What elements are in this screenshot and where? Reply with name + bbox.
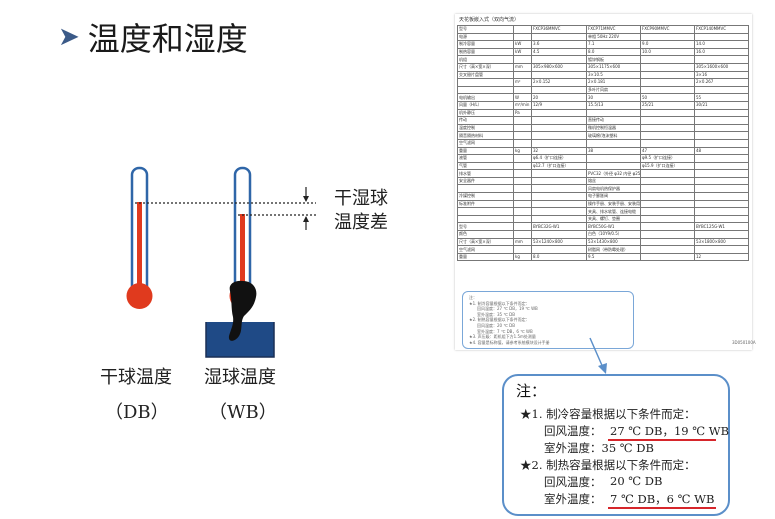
chevron-right-icon: ➤ [58, 22, 80, 52]
dry-bulb-name: 干球温度 [100, 367, 172, 388]
small-note-line: 室外温度：7 ℃ DB，6 ℃ WB [477, 328, 533, 334]
note-item1-underline [608, 439, 716, 441]
spec-cell: 12 [694, 252, 749, 262]
wet-wick [228, 280, 257, 341]
slide-title-text: 温度和湿度 [87, 20, 248, 58]
small-note-line: 室外温度：35 ℃ DB [477, 311, 515, 317]
note-callout: 注： ★1. 制冷容量根据以下条件而定： 回风温度： 27 ℃ DB，19 ℃ … [502, 374, 730, 516]
spec-row: 空气滤网树脂网（带防霉处理） [457, 245, 749, 254]
note-item2-return-value: 20 ℃ DB [610, 474, 663, 488]
dry-bulb-thermometer [126, 166, 153, 309]
small-note-line: 回风温度：27 ℃ DB，19 ℃ WB [477, 306, 538, 312]
spec-row: 颜色白色（10Y9/0.5） [457, 230, 749, 239]
small-note-line: ★2. 制热容量根据以下条件而定： [469, 317, 530, 323]
dry-bulb-abbr: （DB） [105, 402, 169, 423]
difference-label-line1: 干湿球 [334, 188, 388, 209]
slide-title: ➤ 温度和湿度 [58, 12, 248, 62]
note-item1-return-label: 回风温度： [544, 424, 602, 438]
small-note-line: 回风温度：20 ℃ DB [477, 323, 515, 328]
dry-bulb-mercury [137, 202, 142, 294]
note-item1-return-value: 27 ℃ DB，19 ℃ WB [610, 424, 730, 438]
reservoir-rim [205, 322, 275, 358]
spec-sheet-title: 天花板嵌入式（双向气流） [459, 17, 520, 23]
spec-sheet-code: 3D050100A [732, 340, 756, 345]
wet-bulb-name: 湿球温度 [204, 367, 276, 388]
wet-bulb-thermometer [205, 166, 275, 358]
dry-bulb-bulb [126, 283, 153, 309]
note-item1: ★1. 制冷容量根据以下条件而定： [520, 407, 696, 421]
note-heading: 注： [516, 382, 547, 400]
difference-label-line2: 温度差 [334, 212, 388, 233]
small-note-line: ★4. 容量是标称值，请参考系统模块设计手册 [469, 339, 550, 345]
note-item2: ★2. 制热容量根据以下条件而定： [520, 458, 696, 472]
small-note-line: ★1. 制冷容量根据以下条件而定： [469, 300, 530, 306]
difference-arrowhead-lower [303, 216, 309, 222]
small-note-line: 注： [469, 295, 477, 300]
wet-bulb-mercury [240, 214, 245, 294]
note-item2-underline [608, 507, 716, 509]
wet-bulb-abbr: （WB） [209, 402, 277, 423]
zoom-arrow-line [589, 337, 605, 371]
note-item1-outdoor: 室外温度：35 ℃ DB [544, 441, 654, 455]
note-item2-outdoor-label: 室外温度： [544, 492, 602, 506]
note-item2-outdoor-value: 7 ℃ DB，6 ℃ WB [610, 492, 715, 506]
difference-arrowhead-upper [303, 196, 309, 202]
note-item2-return-label: 回风温度： [544, 475, 602, 489]
small-note-line: ★3. 声压级：距机组下方1.5m处测量 [469, 334, 536, 340]
zoom-arrow-head [598, 363, 607, 374]
